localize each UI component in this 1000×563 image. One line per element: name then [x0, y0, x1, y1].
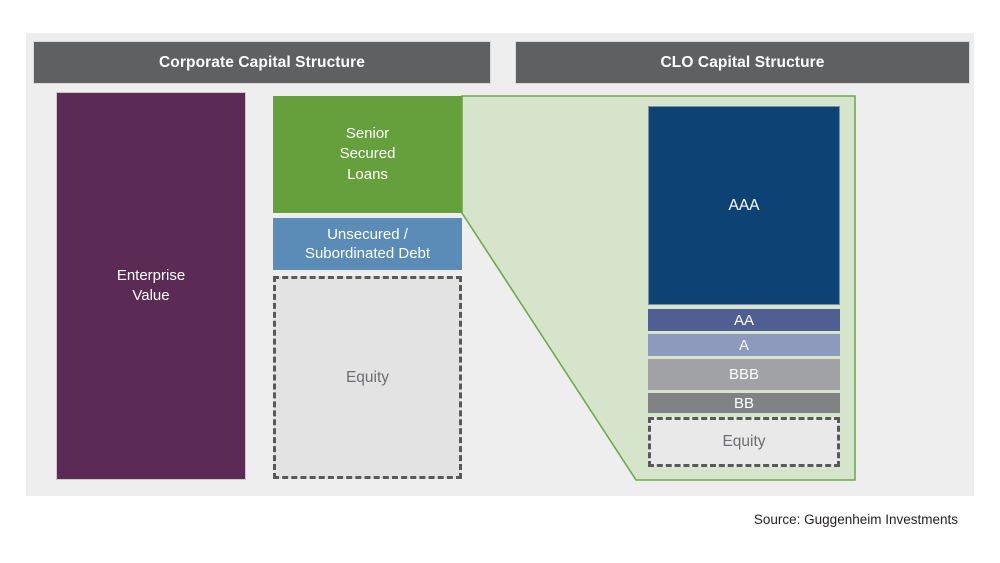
clo-tranche-bb-label: BB — [733, 394, 754, 412]
clo-tranche-bbb-label: BBB — [728, 366, 759, 383]
unsecured-line2: Subordinated Debt — [304, 245, 431, 262]
clo-tranche-bbb: BBB — [648, 359, 840, 390]
enterprise-value-line2: Value — [132, 287, 170, 304]
corporate-equity-label: Equity — [345, 368, 390, 386]
corporate-equity-block: Equity — [273, 276, 462, 479]
clo-tranche-aa: AA — [648, 309, 840, 331]
unsecured-subordinated-debt-block: Unsecured / Subordinated Debt — [273, 218, 462, 270]
clo-equity-label: Equity — [722, 433, 766, 450]
senior-secured-line3: Loans — [347, 165, 388, 183]
senior-secured-line2: Secured — [339, 145, 396, 163]
senior-secured-loans-label: Senior Secured Loans — [340, 124, 396, 185]
source-note: Source: Guggenheim Investments — [753, 512, 958, 527]
clo-tranche-aaa: AAA — [648, 106, 840, 305]
clo-tranche-aa-label: AA — [733, 311, 754, 329]
unsecured-line1: Unsecured / — [327, 225, 408, 243]
enterprise-value-label: Enterprise Value — [117, 266, 185, 307]
clo-tranche-a-label: A — [738, 336, 749, 354]
clo-equity-block: Equity — [648, 417, 840, 467]
senior-secured-line1: Senior — [345, 125, 390, 143]
clo-tranche-aaa-label: AAA — [728, 196, 760, 214]
unsecured-subordinated-debt-label: Unsecured / Subordinated Debt — [305, 225, 430, 264]
corporate-capital-structure-header: Corporate Capital Structure — [33, 41, 491, 84]
senior-secured-loans-block: Senior Secured Loans — [273, 96, 462, 213]
enterprise-value-line1: Enterprise — [116, 266, 186, 284]
clo-tranche-bb: BB — [648, 393, 840, 413]
clo-capital-structure-header: CLO Capital Structure — [515, 41, 970, 84]
clo-tranche-a: A — [648, 334, 840, 356]
enterprise-value-block: Enterprise Value — [56, 92, 246, 480]
